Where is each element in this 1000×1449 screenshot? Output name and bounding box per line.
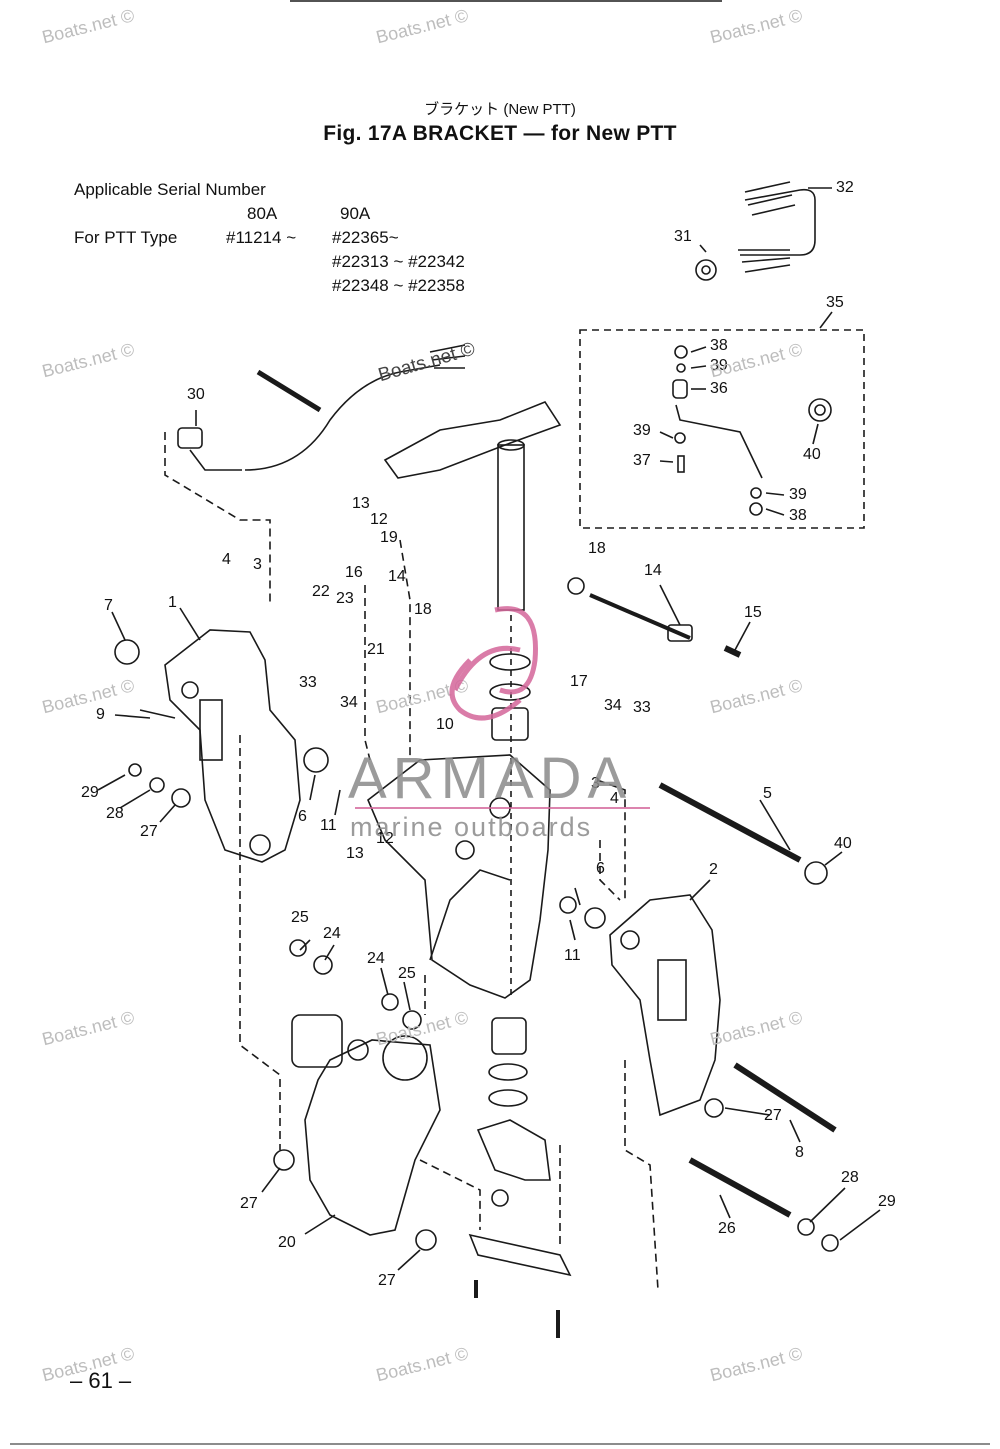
callout-7: 7 — [104, 597, 113, 614]
callout-25: 25 — [291, 909, 309, 926]
serial-row-label: For PTT Type — [74, 228, 178, 247]
callout-3: 3 — [253, 556, 262, 573]
callout-27: 27 — [240, 1195, 258, 1212]
callout-13: 13 — [346, 845, 364, 862]
part-14-rod — [589, 593, 691, 640]
callout-30: 30 — [187, 386, 205, 403]
callout-21: 21 — [367, 641, 385, 658]
callout-20: 20 — [278, 1234, 296, 1251]
callout-39: 39 — [710, 357, 728, 374]
callout-17: 17 — [570, 673, 588, 690]
part-30-trim-switch — [177, 344, 466, 471]
callout-6: 6 — [298, 808, 307, 825]
callout-38: 38 — [789, 507, 807, 524]
part-35-link-rod — [659, 345, 832, 516]
callout-18: 18 — [588, 540, 606, 557]
part-31-grommet — [695, 244, 717, 281]
callout-23: 23 — [336, 590, 354, 607]
callout-28: 28 — [106, 805, 124, 822]
callout-4: 4 — [610, 790, 619, 807]
figure-subtitle: ブラケット (New PTT) — [424, 101, 576, 118]
serial-value-90a-3: #22348 ~ #22358 — [332, 276, 465, 295]
callout-40: 40 — [803, 446, 821, 463]
callout-27: 27 — [764, 1107, 782, 1124]
part-35-kit-box — [579, 329, 865, 529]
serial-col-80a: 80A — [247, 204, 278, 223]
callout-37: 37 — [633, 452, 651, 469]
callout-22: 22 — [312, 583, 330, 600]
callout-13: 13 — [352, 495, 370, 512]
serial-col-90a: 90A — [340, 204, 371, 223]
page-number: – 61 – — [70, 1368, 132, 1393]
serial-value-90a-2: #22313 ~ #22342 — [332, 252, 465, 271]
callout-27: 27 — [140, 823, 158, 840]
callout-19: 19 — [380, 529, 398, 546]
callout-29: 29 — [878, 1193, 896, 1210]
callout-33: 33 — [633, 699, 651, 716]
serial-heading: Applicable Serial Number — [74, 180, 266, 199]
callout-5: 5 — [763, 785, 772, 802]
callout-36: 36 — [710, 380, 728, 397]
callout-11: 11 — [564, 947, 581, 964]
callout-38: 38 — [710, 337, 728, 354]
callout-3: 3 — [591, 775, 600, 792]
callout-39: 39 — [633, 422, 651, 439]
callout-24: 24 — [323, 925, 341, 942]
callout-24: 24 — [367, 950, 385, 967]
lower-link-block — [476, 1119, 551, 1181]
part-20-ptt-unit — [273, 1014, 441, 1251]
callout-39: 39 — [789, 486, 807, 503]
callout-35: 35 — [826, 294, 844, 311]
callout-31: 31 — [674, 228, 692, 245]
callout-16: 16 — [345, 564, 363, 581]
callout-32: 32 — [836, 179, 854, 196]
callout-14: 14 — [644, 562, 662, 579]
callout-12: 12 — [376, 830, 394, 847]
callout-25: 25 — [398, 965, 416, 982]
callout-9: 9 — [96, 706, 105, 723]
callout-34: 34 — [340, 694, 358, 711]
callout-10: 10 — [436, 716, 454, 733]
callout-14: 14 — [388, 568, 406, 585]
part-32-harness — [738, 181, 832, 273]
serial-value-90a-1: #22365~ — [332, 228, 399, 247]
callout-11: 11 — [320, 817, 337, 834]
callout-28: 28 — [841, 1169, 859, 1186]
serial-value-80a: #11214 ~ — [226, 228, 297, 247]
callout-8: 8 — [795, 1144, 804, 1161]
callout-26: 26 — [718, 1220, 736, 1237]
callout-18: 18 — [414, 601, 432, 618]
callout-29: 29 — [81, 784, 99, 801]
part-8-shaft — [733, 1062, 837, 1133]
callout-27: 27 — [378, 1272, 396, 1289]
callout-6: 6 — [596, 860, 605, 877]
part-26-shaft — [688, 1157, 792, 1218]
part-2-stern-bracket-right — [559, 894, 721, 1117]
part-1-stern-bracket-left — [114, 629, 329, 863]
figure-title: Fig. 17A BRACKET — for New PTT — [323, 122, 677, 145]
lower-link-plate — [468, 1233, 572, 1277]
armada-subtext: marine outboards — [350, 812, 593, 842]
callout-40: 40 — [834, 835, 852, 852]
callout-4: 4 — [222, 551, 231, 568]
callout-2: 2 — [709, 861, 718, 878]
callout-34: 34 — [604, 697, 622, 714]
callout-15: 15 — [744, 604, 762, 621]
part-5-tilt-tube — [658, 782, 802, 863]
callout-1: 1 — [168, 594, 177, 611]
callout-33: 33 — [299, 674, 317, 691]
callout-12: 12 — [370, 511, 388, 528]
armada-watermark: ARMADA — [348, 746, 633, 811]
